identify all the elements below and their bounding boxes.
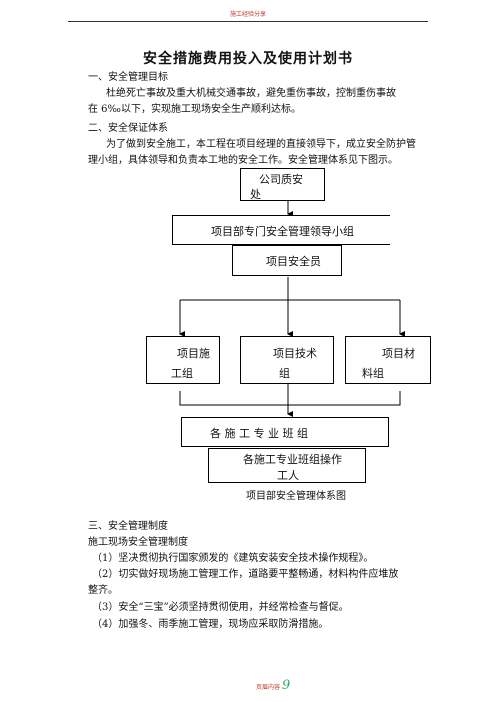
tech-group-line1: 项目技术 bbox=[273, 347, 317, 360]
footer-text: 页眉内容 bbox=[256, 684, 281, 691]
section3-subheading: 施工现场安全管理制度 bbox=[88, 537, 188, 548]
section3-item4: （4）加强冬、雨季施工管理，现场应采取防滑措施。 bbox=[92, 619, 329, 630]
workers-box: 各施工专业班组操作 工人 bbox=[208, 448, 366, 483]
leadership-group-box: 项目部专门安全管理领导小组 bbox=[172, 215, 390, 245]
construction-teams-label: 各 施 工 专 业 班 组 bbox=[210, 427, 308, 440]
workers-line2: 工人 bbox=[277, 469, 299, 482]
section2-line1: 为了做到安全施工，本工程在项目经理的直接领导下，成立安全防护管 bbox=[106, 139, 416, 150]
material-group-line2: 料组 bbox=[362, 367, 384, 380]
company-box-line2: 处 bbox=[250, 188, 261, 201]
page-footer: 页眉内容 9 bbox=[256, 678, 290, 693]
construction-teams-box: 各 施 工 专 业 班 组 bbox=[181, 417, 389, 447]
section3-item3: （3）安全“三宝”必须坚持贯彻使用，并经常检查与督促。 bbox=[92, 602, 349, 613]
header-divider bbox=[68, 21, 428, 22]
construction-group-line1: 项目施 bbox=[177, 347, 210, 360]
diagram-caption: 项目部安全管理体系图 bbox=[246, 491, 346, 502]
material-group-line1: 项目材 bbox=[382, 347, 415, 360]
page-header: 施工经验分享 bbox=[229, 11, 266, 18]
leadership-group-label: 项目部专门安全管理领导小组 bbox=[211, 225, 354, 238]
safety-officer-label: 项目安全员 bbox=[266, 255, 321, 268]
section1-heading: 一、安全管理目标 bbox=[88, 72, 168, 83]
construction-group-box: 项目施 工组 bbox=[146, 336, 220, 384]
section1-line1: 杜绝死亡事故及重大机械交通事故，避免重伤事故，控制重伤事故 bbox=[106, 88, 396, 99]
section2-heading: 二、安全保证体系 bbox=[88, 123, 168, 134]
tech-group-box: 项目技术 组 bbox=[240, 336, 334, 384]
section3-item1: （1）坚决贯彻执行国家颁发的《建筑安装安全技术操作规程》。 bbox=[92, 553, 374, 564]
company-safety-dept-box: 公司质安 处 bbox=[240, 168, 325, 201]
material-group-box: 项目材 料组 bbox=[345, 336, 431, 384]
workers-line1: 各施工专业班组操作 bbox=[243, 453, 342, 466]
company-box-line1: 公司质安 bbox=[259, 173, 303, 186]
document-title: 安全措施费用投入及使用计划书 bbox=[143, 51, 353, 67]
section3-item2b: 整齐。 bbox=[88, 585, 118, 596]
construction-group-line2: 工组 bbox=[171, 367, 193, 380]
section2-line2: 理小组，具体领导和负责本工地的安全工作。安全管理体系见下图示。 bbox=[88, 155, 398, 166]
section3-item2a: （2）切实做好现场施工管理工作，道路要平整畅通，材料构件应堆放 bbox=[92, 569, 399, 580]
tech-group-line2: 组 bbox=[279, 367, 290, 380]
safety-officer-box: 项目安全员 bbox=[232, 245, 342, 276]
section3-heading: 三、安全管理制度 bbox=[88, 521, 168, 532]
section1-line2: 在 6‰以下，实现施工现场安全生产顺利达标。 bbox=[88, 104, 301, 115]
page-number: 9 bbox=[281, 678, 291, 693]
